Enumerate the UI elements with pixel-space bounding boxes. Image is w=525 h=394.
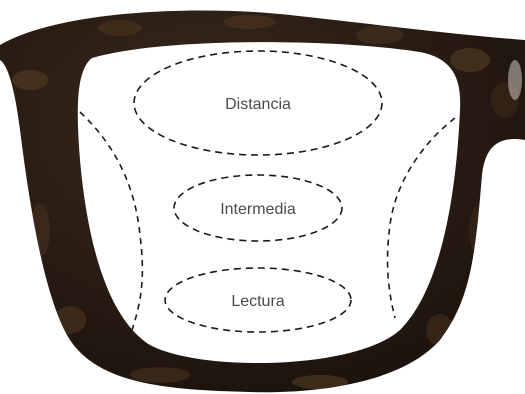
reading-zone-label: Lectura	[231, 293, 284, 310]
distance-zone-label: Distancia	[225, 96, 291, 113]
intermediate-zone-label: Intermedia	[220, 201, 296, 218]
